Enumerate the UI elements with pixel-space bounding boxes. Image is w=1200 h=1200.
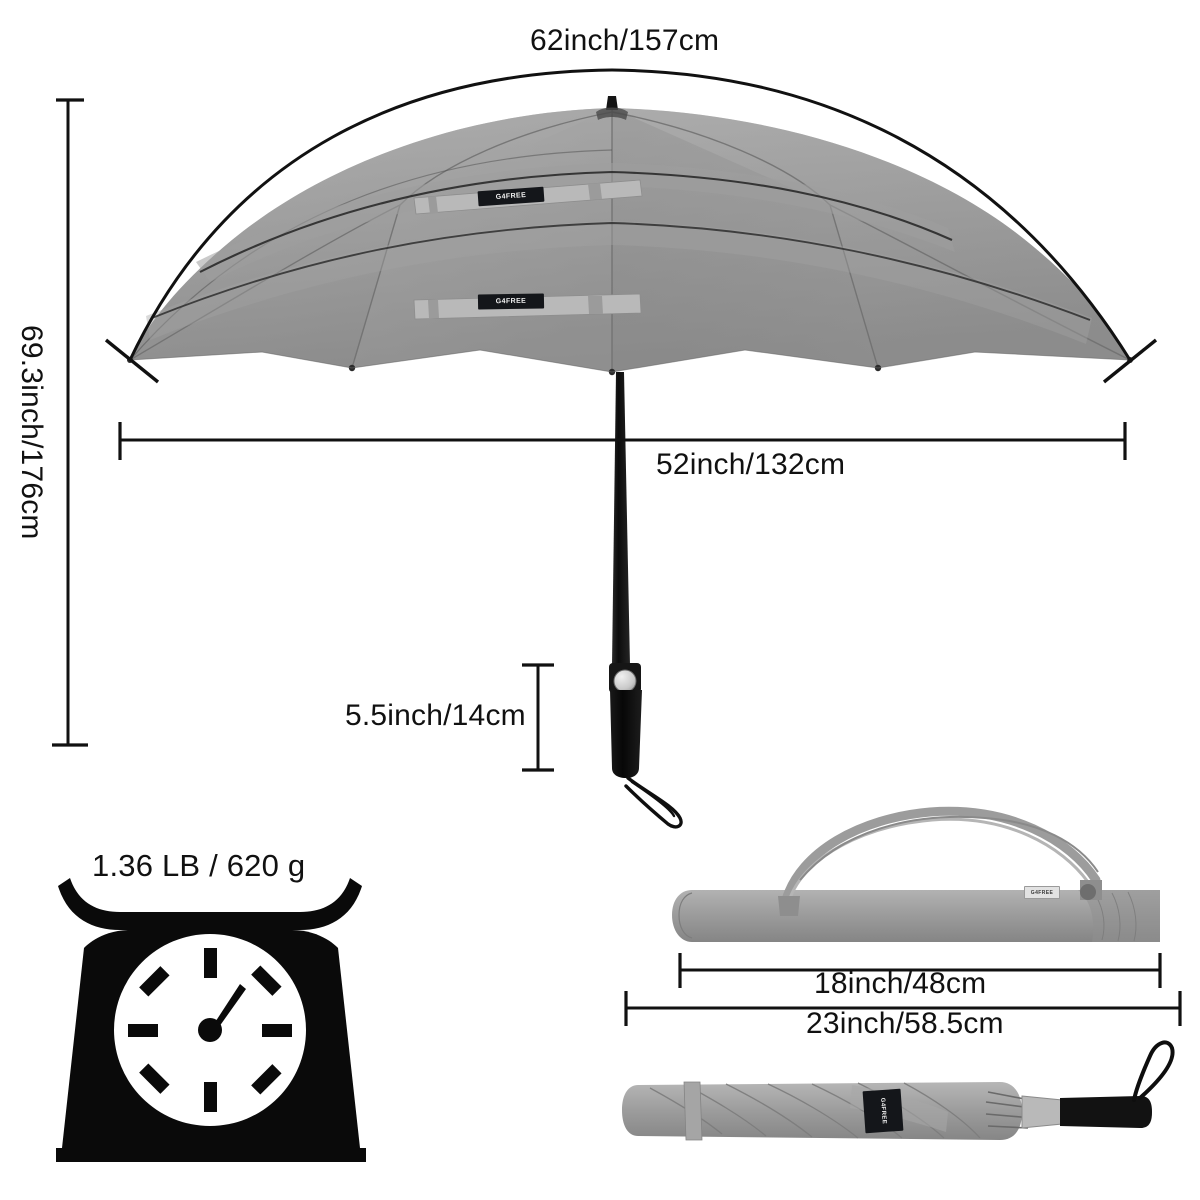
handle-collar: [609, 663, 641, 693]
handle-grip: [610, 690, 642, 778]
folded-canopy-body: [622, 1082, 1022, 1140]
canopy-strap-lower-stitch-a: [428, 300, 439, 318]
brand-tag-canopy-upper: G4FREE: [477, 293, 545, 310]
handle-wrist-strap: [624, 776, 683, 829]
folded-canopy-folds: [649, 1082, 981, 1139]
label-handle-length: 5.5inch/14cm: [345, 699, 526, 732]
carry-bag-strap-anchor-left: [778, 896, 800, 916]
label-canopy-arc: 62inch/157cm: [530, 24, 720, 57]
dimension-span: [118, 422, 1127, 460]
folded-ferrule: [1021, 1095, 1063, 1129]
folded-handle-grip: [1060, 1096, 1152, 1128]
carry-bag-end-seam: [678, 892, 693, 939]
canopy-rib-tips: [127, 357, 1133, 376]
canopy-panel-right-inner: [612, 108, 878, 372]
canopy-top-finial: [606, 96, 618, 110]
carry-bag-gather-folds: [1095, 891, 1137, 942]
folded-rib-ends: [985, 1091, 1033, 1129]
dimension-handle: [522, 663, 554, 772]
handle-wrist-strap-inner: [630, 780, 676, 818]
carry-bag-strap-anchor-right: [1080, 880, 1102, 900]
dimension-arc: [104, 68, 1158, 384]
canopy-strap-lower-stitch-b: [588, 296, 603, 314]
scale-body: [62, 930, 360, 1148]
folded-wrist-strap: [1132, 1040, 1175, 1102]
canopy-seam-upper-left: [129, 149, 613, 361]
brand-tag-folded: G4FREE: [862, 1088, 904, 1134]
canopy-vent-line-upper: [199, 170, 953, 273]
canopy-bottom-edge: [129, 349, 1131, 373]
scale-post-left-a: [128, 918, 138, 946]
canopy-panel-left-outer: [130, 108, 612, 368]
dimension-arc-line: [128, 68, 1132, 361]
label-bag-body-length: 18inch/48cm: [814, 967, 987, 1000]
canopy-body: [130, 108, 1130, 372]
dimension-height: [52, 98, 88, 747]
canopy-strap-upper-stitch-a: [428, 196, 438, 214]
brand-tag-bag: G4FREE: [1024, 886, 1060, 899]
handle-release-button: [613, 669, 637, 693]
scale-dial-ticks: [128, 948, 292, 1112]
carry-bag-group: [672, 806, 1160, 942]
canopy-panel-right-outer: [612, 108, 1130, 368]
label-canopy-span: 52inch/132cm: [656, 448, 846, 481]
scale-post-right-a: [262, 918, 274, 946]
canopy-strap-upper-stitch-b: [588, 183, 602, 200]
label-weight: 1.36 LB / 620 g: [92, 848, 306, 883]
scale-post-right-b: [282, 918, 292, 946]
canopy-vent-upper: [196, 163, 955, 282]
scale-post-left-b: [146, 918, 158, 946]
scale-tray: [58, 878, 362, 930]
umbrella-shaft: [612, 372, 630, 665]
scale-dial-face: [114, 934, 306, 1126]
umbrella-shaft-handle-group: [609, 372, 683, 829]
canopy-rib-seams: [129, 110, 1131, 372]
canopy-panel-left-inner: [352, 108, 612, 372]
scale-needle-hub: [198, 1018, 222, 1042]
scale-crossbar: [128, 936, 292, 948]
dimension-arc-tick-right: [1102, 338, 1158, 384]
canopy-vent-line-lower: [151, 222, 1091, 321]
carry-bag-gathered-end: [1078, 890, 1160, 942]
carry-bag-body: [672, 890, 1160, 942]
canopy-vent-lower: [146, 221, 1092, 344]
kitchen-scale-icon: [56, 878, 366, 1162]
umbrella-canopy-group: [127, 96, 1133, 376]
brand-tag-canopy-lower: G4FREE: [477, 186, 545, 207]
scale-needle: [210, 984, 246, 1034]
label-overall-height: 69.3inch/176cm: [15, 325, 48, 540]
carry-bag-drawstring: [799, 815, 1099, 881]
folded-strap-plain: [683, 1081, 703, 1141]
carry-bag-cord-toggle: [1080, 884, 1096, 900]
scale-base: [56, 1148, 366, 1162]
label-bag-total-length: 23inch/58.5cm: [806, 1007, 1004, 1040]
dimension-arc-tick-left: [104, 338, 160, 384]
canopy-top-collar: [596, 107, 628, 120]
